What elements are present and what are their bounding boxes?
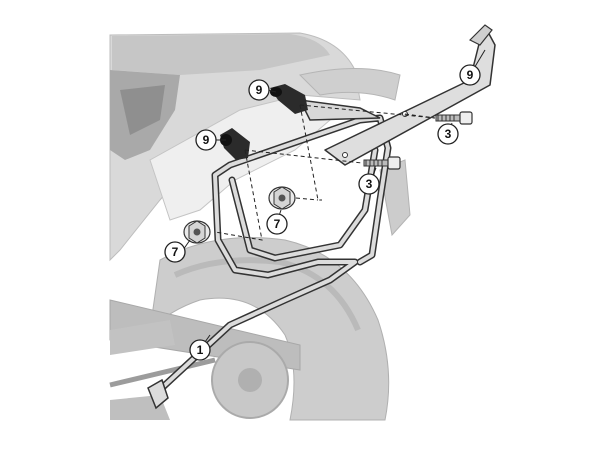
callout-label: 1 xyxy=(197,343,204,357)
callout-label: 7 xyxy=(172,245,179,259)
callout-label: 9 xyxy=(256,83,263,97)
callout-9-rack: 9 xyxy=(459,64,481,86)
rack-arm-9 xyxy=(324,24,496,166)
chain xyxy=(109,357,216,388)
callout-label: 9 xyxy=(203,133,210,147)
bolt-head xyxy=(459,111,473,125)
callout-9-lower: 9 xyxy=(195,129,217,151)
frame-end-tab xyxy=(147,378,169,410)
side-frame-1-fill xyxy=(153,116,390,397)
seat xyxy=(112,34,330,75)
frame-detail xyxy=(120,85,165,135)
callout-9-upper: 9 xyxy=(248,79,270,101)
bolt-head xyxy=(387,156,401,170)
rack-arm-top xyxy=(468,24,493,46)
dash-upper-bolt xyxy=(299,104,436,119)
assembly-lines xyxy=(214,104,436,241)
bolt-icon xyxy=(435,114,463,122)
callout-1: 1 xyxy=(189,339,211,361)
flange-nut-lower xyxy=(183,220,211,244)
callout-label: 9 xyxy=(467,68,474,82)
footpeg-bracket xyxy=(110,320,175,355)
dash-upper-drop xyxy=(299,104,322,201)
upper-support-bracket xyxy=(298,99,381,121)
callout-label: 3 xyxy=(445,127,452,141)
callout-3-upper: 3 xyxy=(437,123,459,145)
dash-rack-bolt xyxy=(404,113,436,119)
dash-lower-drop xyxy=(214,149,263,241)
callout-label: 3 xyxy=(366,177,373,191)
bolt-icon xyxy=(363,159,391,167)
dash-lower-bolt xyxy=(244,149,363,164)
rear-fender xyxy=(298,68,401,101)
flange-nut-upper xyxy=(268,186,296,210)
bolt-lower xyxy=(363,156,401,170)
callout-7-lower: 7 xyxy=(164,241,186,263)
rack-arm-hole-b xyxy=(342,152,348,158)
callout-3-lower: 3 xyxy=(358,173,380,195)
hub xyxy=(238,368,262,392)
callout-7-upper: 7 xyxy=(266,213,288,235)
callout-label: 7 xyxy=(274,217,281,231)
dash-nut-upper xyxy=(295,197,319,201)
tyre-tread xyxy=(173,257,361,332)
bolt-upper xyxy=(435,111,473,125)
